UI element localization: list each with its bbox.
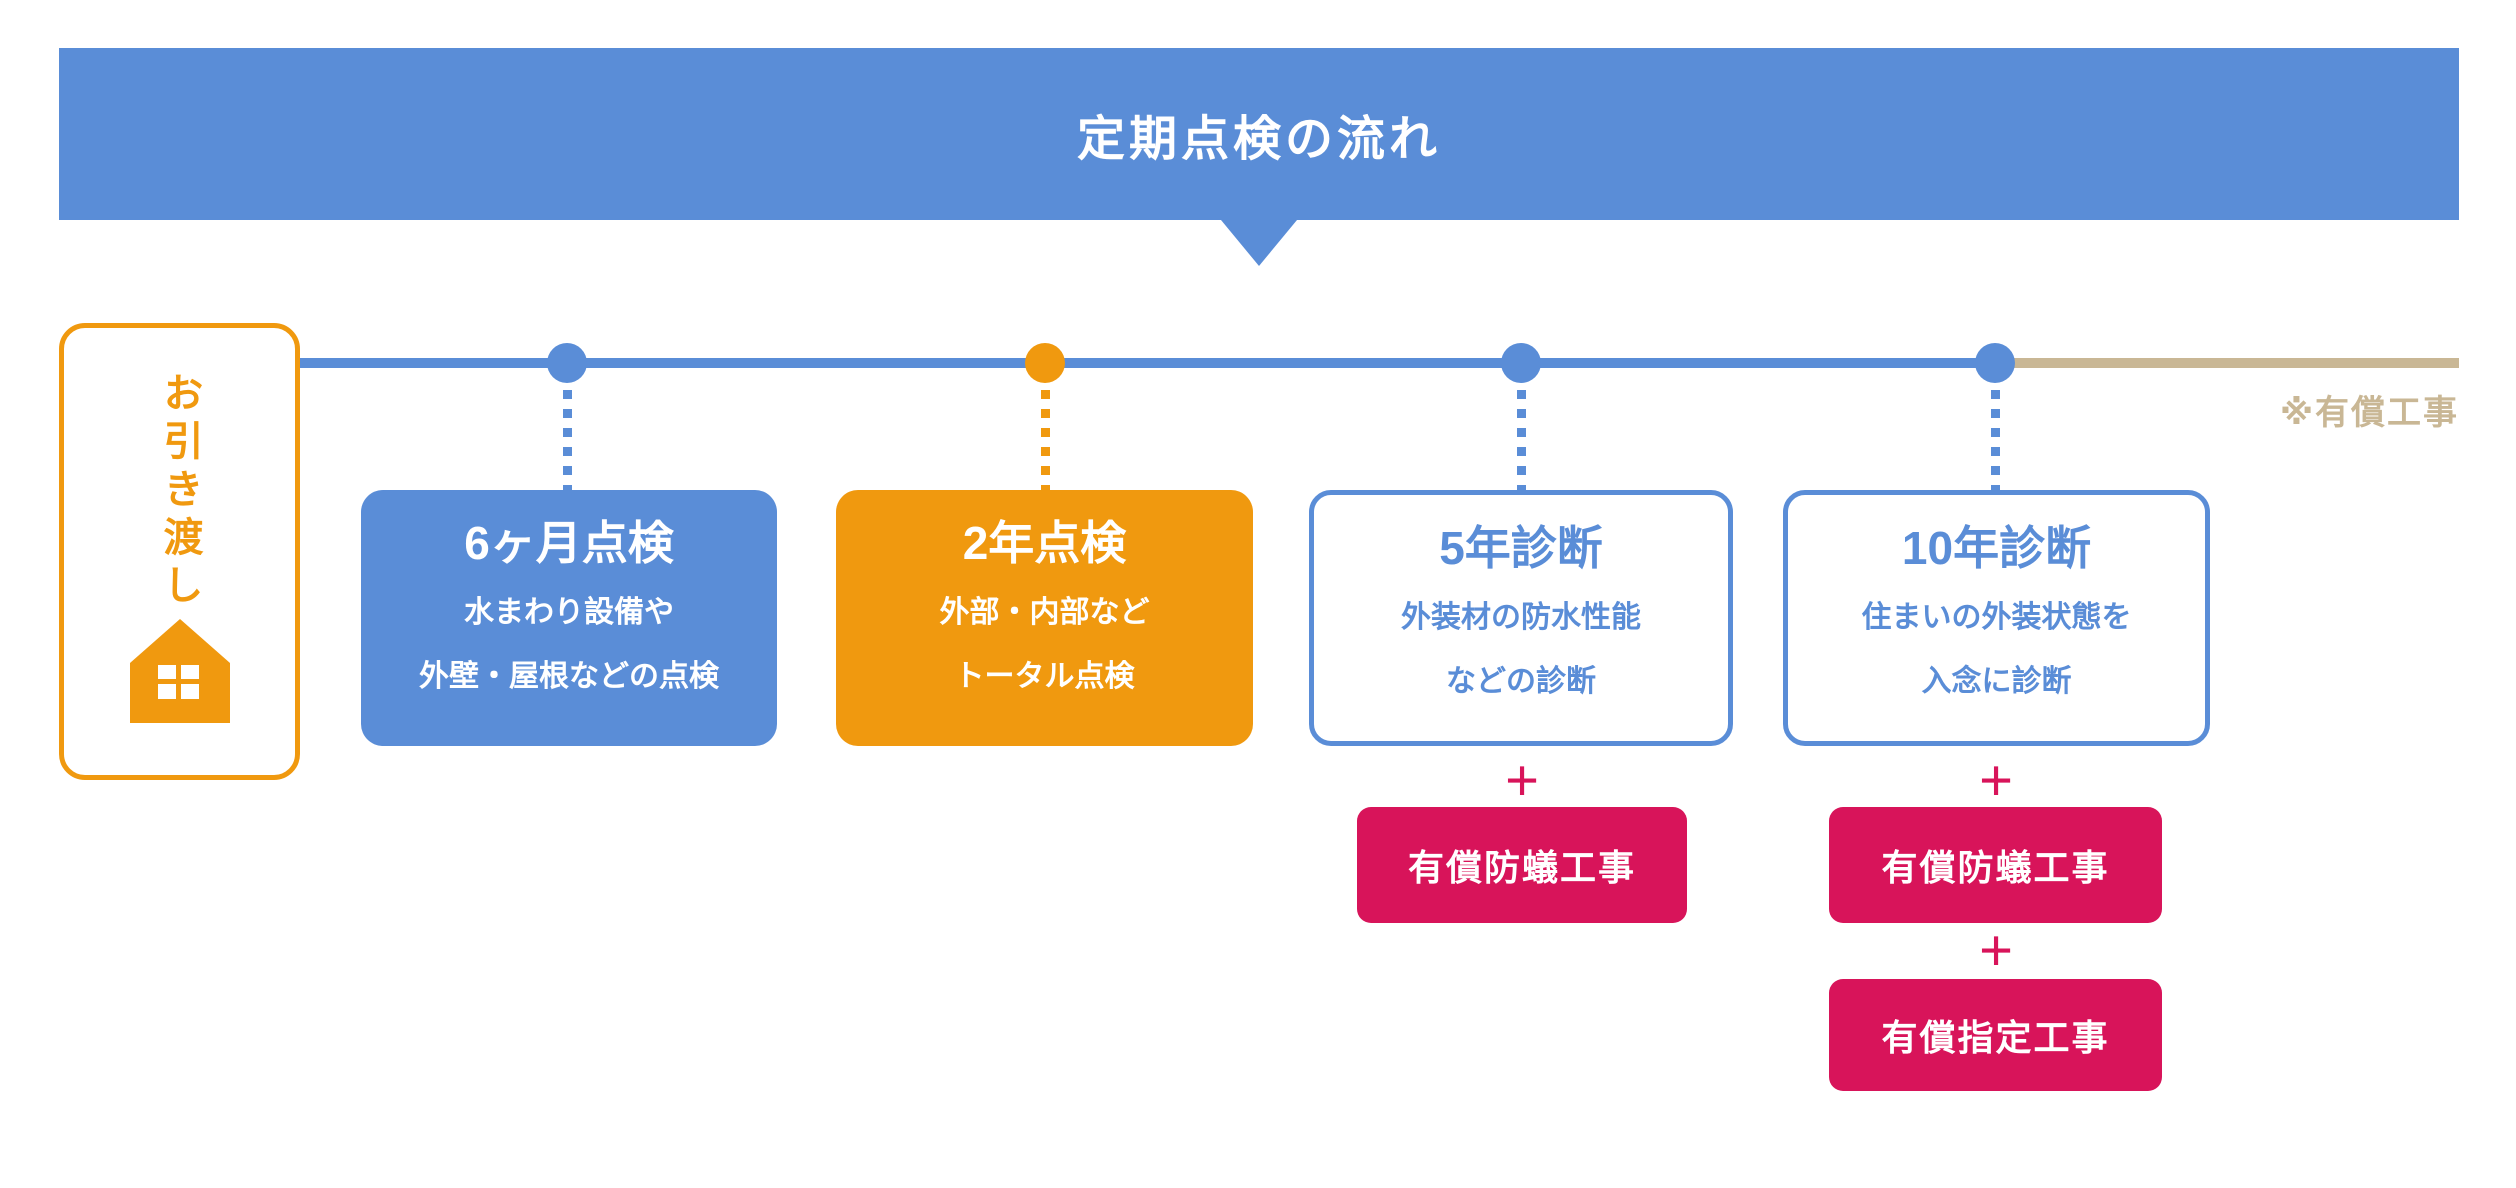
timeline-marker-10year (1975, 343, 2015, 383)
milestone-title: 5年診断 (1439, 522, 1603, 574)
timeline-paid-segment (1995, 358, 2459, 368)
paid-work-label: 有償防蟻工事 (1407, 847, 1636, 888)
milestone-title: 2年点検 (962, 517, 1127, 569)
timeline-line (300, 358, 1995, 368)
banner: 定期点検の流れ (59, 48, 2459, 220)
milestone-card-2year: 2年点検 外部・内部など トータル点検 (836, 490, 1253, 746)
plus-icon: + (1505, 748, 1539, 813)
milestone-description-line: トータル点検 (954, 659, 1135, 693)
milestone-card-6month: 6ヶ月点検 水まわり設備や 外壁・屋根などの点検 (361, 490, 777, 746)
paid-work-badge: 有償防蟻工事 (1829, 807, 2162, 923)
plus-icon: + (1979, 918, 2013, 983)
milestone-title: 6ヶ月点検 (464, 517, 674, 569)
milestone-description-line: 水まわり設備や (464, 596, 674, 630)
milestone-title: 10年診断 (1901, 522, 2092, 574)
paid-works-note: ※有償工事 (2279, 394, 2459, 432)
paid-work-label: 有償指定工事 (1881, 1017, 2110, 1058)
house-icon (129, 619, 230, 723)
paid-work-label: 有償防蟻工事 (1881, 847, 2110, 888)
handover-box: お引き渡し (59, 323, 300, 780)
milestone-description-line: 入念に診断 (1921, 664, 2072, 698)
timeline-marker-2year (1025, 343, 1065, 383)
milestone-card-5year: 5年診断 外装材の防水性能 などの診断 (1309, 490, 1733, 746)
milestone-card-10year: 10年診断 住まいの外装状態を 入念に診断 (1783, 490, 2210, 746)
milestone-description-line: 住まいの外装状態を (1861, 601, 2132, 635)
milestone-description-line: 外壁・屋根などの点検 (419, 659, 719, 693)
page-title: 定期点検の流れ (1076, 113, 1441, 166)
plus-icon: + (1979, 748, 2013, 813)
milestone-description-line: 外部・内部など (939, 596, 1150, 630)
connector-dotted-10year (1991, 390, 2000, 490)
milestone-description-line: などの診断 (1446, 664, 1596, 698)
banner-pointer-icon (1221, 220, 1297, 266)
handover-label: お引き渡し (157, 372, 202, 612)
timeline-marker-6month (547, 343, 587, 383)
connector-dotted-6month (563, 390, 572, 490)
paid-work-badge: 有償防蟻工事 (1357, 807, 1687, 923)
connector-dotted-5year (1517, 390, 1526, 490)
timeline-marker-5year (1501, 343, 1541, 383)
paid-work-badge: 有償指定工事 (1829, 979, 2162, 1091)
milestone-description-line: 外装材の防水性能 (1401, 601, 1641, 635)
connector-dotted-2year (1041, 390, 1050, 490)
